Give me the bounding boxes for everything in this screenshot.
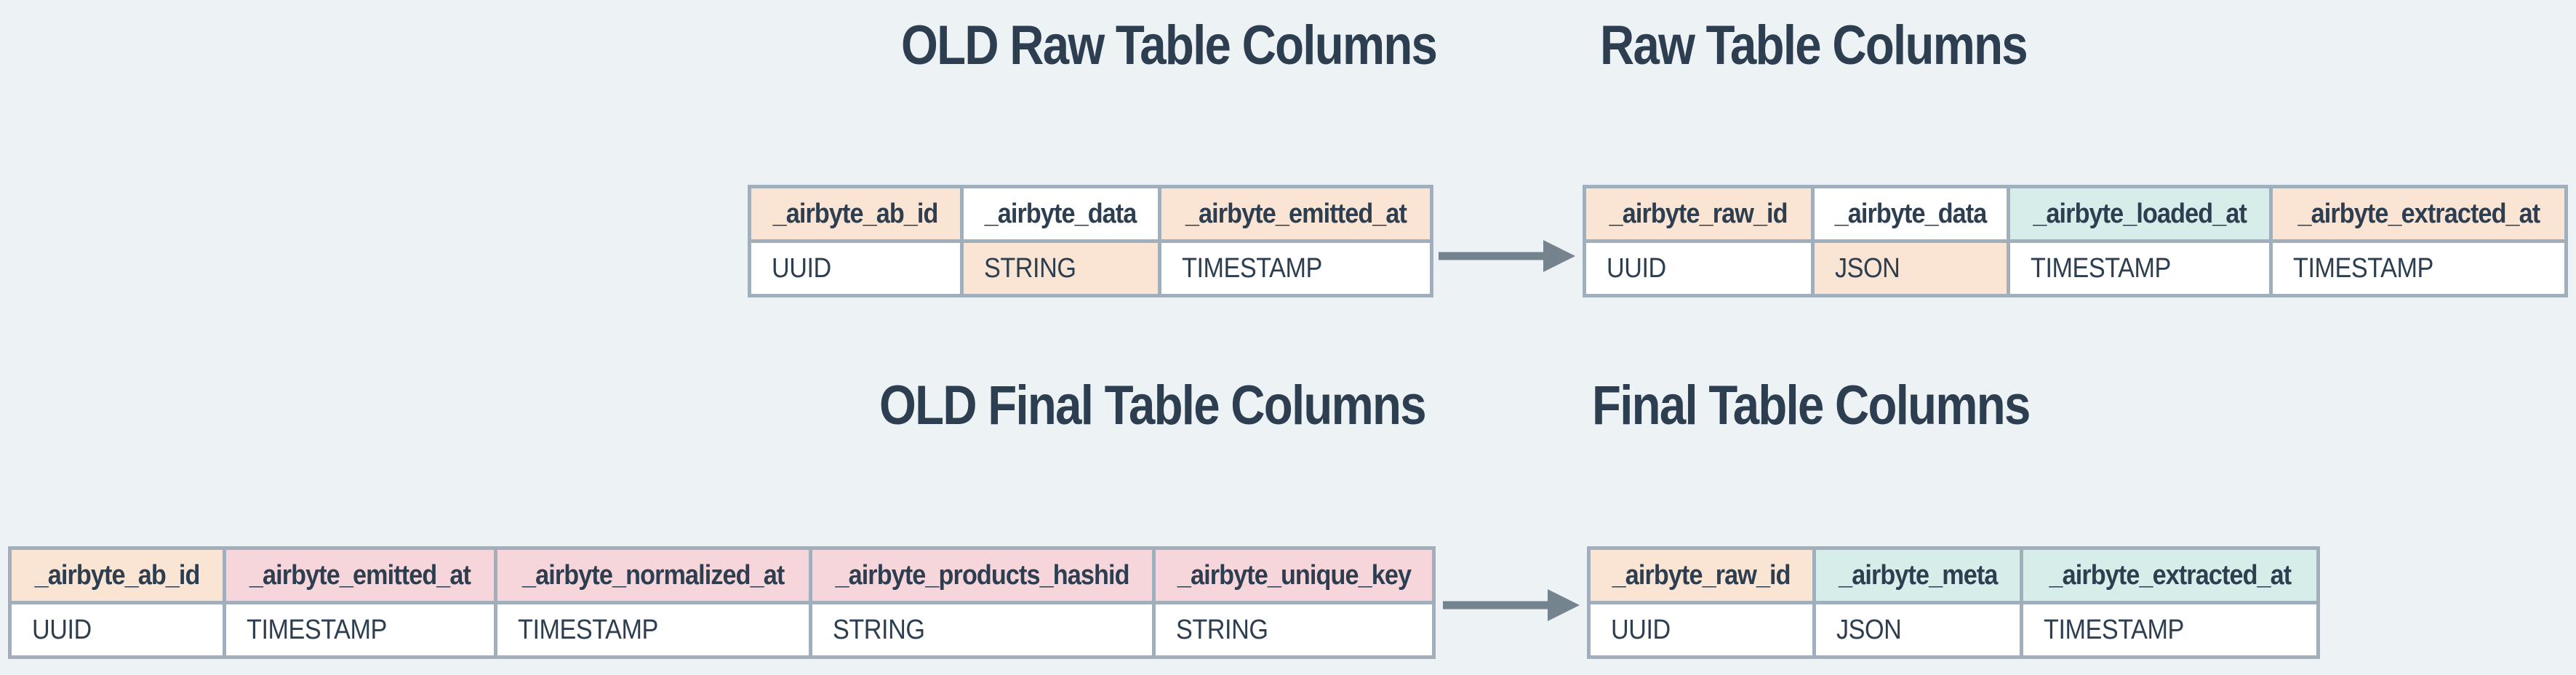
column-type-cell: UUID [1587, 601, 1816, 659]
column-type-cell: UUID [1583, 239, 1815, 297]
column-type-label: JSON [1836, 614, 1902, 645]
column-type-cell: STRING [960, 239, 1161, 297]
column-type-label: STRING [1176, 614, 1268, 645]
title-old-raw-table-columns: OLD Raw Table Columns [901, 15, 1438, 76]
column-header-cell: _airbyte_emitted_at [1158, 185, 1433, 243]
column-header-label: _airbyte_products_hashid [835, 559, 1129, 591]
column-type-cell: STRING [1152, 601, 1436, 659]
column-header-cell: _airbyte_data [1811, 185, 2010, 243]
column-header-cell: _airbyte_normalized_at [494, 546, 812, 604]
raw-table: _airbyte_raw_id _airbyte_data _airbyte_loa… [1583, 185, 2568, 297]
column-header-cell: _airbyte_products_hashid [809, 546, 1156, 604]
type-row: UUID JSON TIMESTAMP [1587, 601, 2320, 659]
column-header-label: _airbyte_emitted_at [249, 559, 471, 591]
column-type-cell: UUID [8, 601, 226, 659]
column-header-label: _airbyte_meta [1838, 559, 1998, 591]
column-type-cell: UUID [748, 239, 964, 297]
final-table: _airbyte_raw_id _airbyte_meta _airbyte_ext… [1587, 546, 2320, 659]
column-header-label: _airbyte_data [985, 198, 1137, 229]
column-type-cell: TIMESTAMP [223, 601, 497, 659]
column-type-label: TIMESTAMP [247, 614, 387, 645]
column-header-label: _airbyte_unique_key [1177, 559, 1411, 591]
column-type-cell: TIMESTAMP [2007, 239, 2273, 297]
column-type-label: STRING [833, 614, 925, 645]
column-header-label: _airbyte_data [1834, 198, 1988, 229]
column-header-cell: _airbyte_loaded_at [2007, 185, 2273, 243]
column-type-cell: JSON [1812, 601, 2023, 659]
title-raw-table-columns: Raw Table Columns [1600, 15, 2028, 76]
type-row: UUID STRING TIMESTAMP [748, 239, 1433, 297]
column-type-label: UUID [772, 252, 831, 284]
column-type-label: UUID [1607, 252, 1666, 284]
column-header-cell: _airbyte_meta [1812, 546, 2023, 604]
old-final-table: _airbyte_ab_id _airbyte_emitted_at _airbyt… [8, 546, 1436, 659]
type-row: UUID JSON TIMESTAMP TIMESTAMP [1583, 239, 2568, 297]
column-type-label: TIMESTAMP [2293, 252, 2433, 284]
column-header-cell: _airbyte_extracted_at [2269, 185, 2568, 243]
column-header-cell: _airbyte_unique_key [1152, 546, 1436, 604]
header-row: _airbyte_raw_id _airbyte_data _airbyte_loa… [1583, 185, 2568, 243]
column-header-label: _airbyte_raw_id [1612, 559, 1791, 591]
column-header-cell: _airbyte_raw_id [1587, 546, 1816, 604]
column-type-label: TIMESTAMP [2031, 252, 2171, 284]
column-header-label: _airbyte_ab_id [34, 559, 201, 591]
column-header-label: _airbyte_normalized_at [521, 559, 785, 591]
title-old-final-table-columns: OLD Final Table Columns [879, 375, 1427, 436]
column-header-label: _airbyte_emitted_at [1185, 198, 1407, 229]
column-type-cell: JSON [1811, 239, 2010, 297]
column-header-cell: _airbyte_ab_id [8, 546, 226, 604]
column-type-cell: TIMESTAMP [2269, 239, 2568, 297]
column-header-cell: _airbyte_ab_id [748, 185, 964, 243]
arrow-right-icon [1439, 240, 1575, 272]
column-header-label: _airbyte_raw_id [1609, 198, 1788, 229]
title-final-table-columns: Final Table Columns [1592, 375, 2031, 436]
column-header-label: _airbyte_extracted_at [2049, 559, 2292, 591]
column-header-cell: _airbyte_raw_id [1583, 185, 1815, 243]
column-type-label: JSON [1835, 252, 1900, 284]
column-header-label: _airbyte_loaded_at [2033, 198, 2247, 229]
column-type-cell: STRING [809, 601, 1156, 659]
column-type-label: TIMESTAMP [1182, 252, 1322, 284]
column-type-label: UUID [32, 614, 92, 645]
header-row: _airbyte_ab_id _airbyte_emitted_at _airbyt… [8, 546, 1436, 604]
column-header-cell: _airbyte_emitted_at [223, 546, 497, 604]
column-type-label: UUID [1611, 614, 1671, 645]
column-type-cell: TIMESTAMP [494, 601, 812, 659]
arrow-right-icon [1443, 589, 1580, 621]
old-raw-table: _airbyte_ab_id _airbyte_data _airbyte_emit… [748, 185, 1433, 297]
column-type-label: STRING [984, 252, 1076, 284]
column-type-label: TIMESTAMP [2044, 614, 2184, 645]
column-header-cell: _airbyte_data [960, 185, 1161, 243]
column-type-cell: TIMESTAMP [2020, 601, 2320, 659]
column-header-label: _airbyte_extracted_at [2297, 198, 2540, 229]
type-row: UUID TIMESTAMP TIMESTAMP STRING STRING [8, 601, 1436, 659]
column-type-cell: TIMESTAMP [1158, 239, 1433, 297]
column-header-label: _airbyte_ab_id [773, 198, 939, 229]
column-type-label: TIMESTAMP [518, 614, 658, 645]
header-row: _airbyte_ab_id _airbyte_data _airbyte_emit… [748, 185, 1433, 243]
column-header-cell: _airbyte_extracted_at [2020, 546, 2320, 604]
header-row: _airbyte_raw_id _airbyte_meta _airbyte_ext… [1587, 546, 2320, 604]
